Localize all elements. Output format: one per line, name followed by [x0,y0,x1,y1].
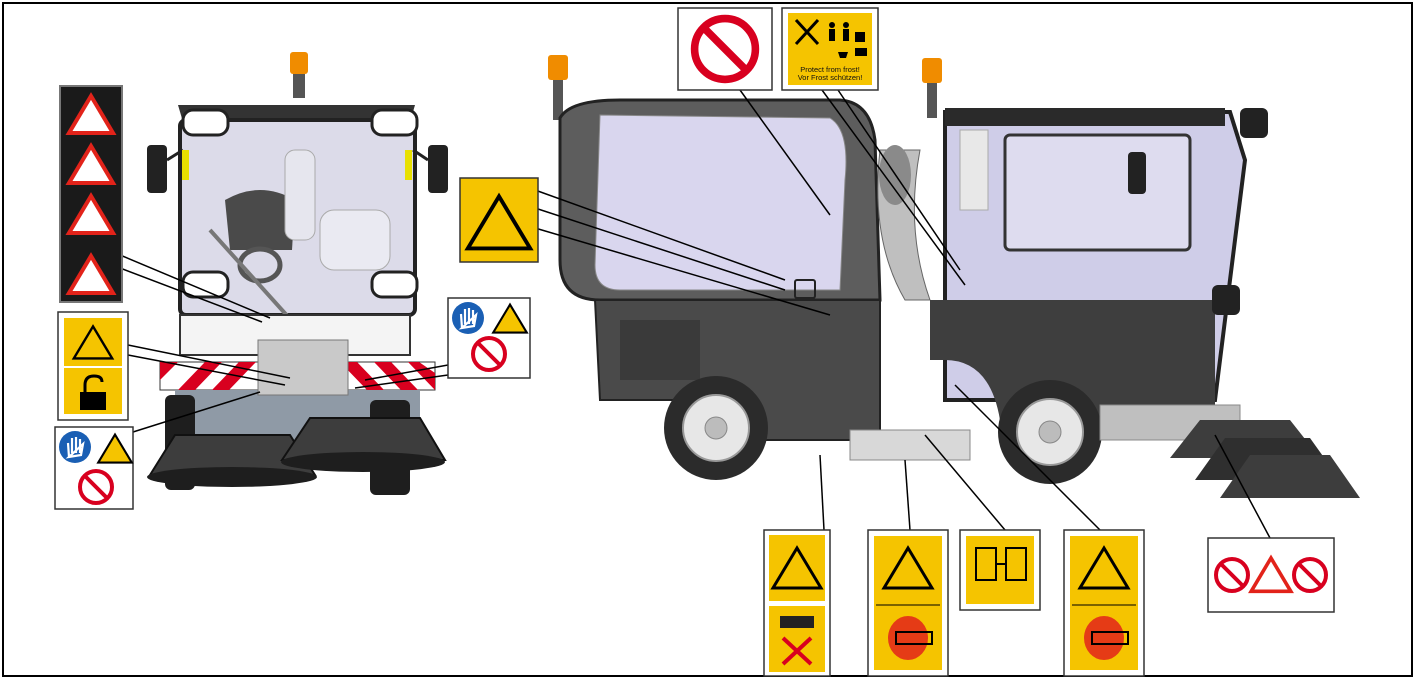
gloves-hot-surface-label-right [448,298,530,378]
crush-unlock-label [58,312,128,420]
no-hand-prohibition-icon [695,19,756,80]
front-brush-right [281,418,445,472]
protective-gloves-icon [59,431,91,463]
connector-label [960,530,1040,610]
front-view-vehicle [147,52,448,495]
hand-burn-label [764,530,830,676]
hand-crush-warning-label [460,178,538,262]
gloves-hot-surface-label-left [55,427,133,509]
beacon-light-icon [922,58,942,118]
side-view-vehicle [548,55,1360,498]
no-hand-top-label [678,8,772,90]
no-hand-prohibition-icon [80,471,112,503]
road-warning-label-strip [60,86,122,302]
no-hand-prohibition-icon [1294,559,1326,591]
beacon-light-icon [290,52,308,98]
frost-label-text: Protect from frost! Vor Frost schützen! [788,66,872,82]
rotating-brush-warning-label-2 [1064,530,1144,676]
rotating-brush-warning-label-1 [868,530,948,676]
no-hand-prohibition-icon [1216,559,1248,591]
prohibition-triple-label [1208,538,1334,612]
protective-gloves-icon [452,302,484,334]
frost-label-line2: Vor Frost schützen! [788,74,872,82]
no-hand-prohibition-icon [473,338,505,370]
